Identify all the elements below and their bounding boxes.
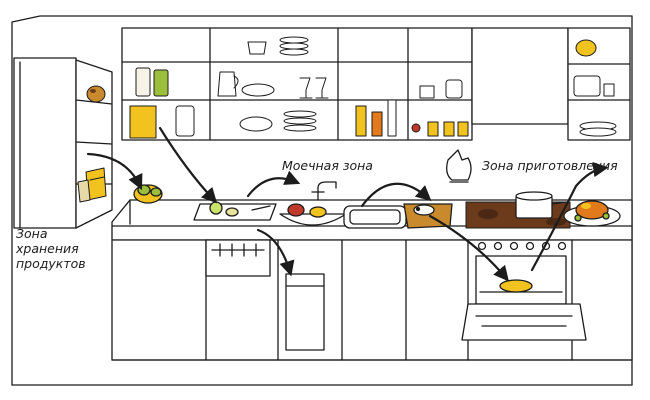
refrigerator (13, 57, 113, 229)
arrow-board-to-oven (428, 214, 509, 282)
serving-dish (563, 200, 621, 227)
storage-zone-label-line2: хранения (16, 241, 79, 256)
arrow-board-to-dish (246, 170, 301, 198)
storage-zone-label-line1: Зона (16, 226, 48, 241)
workflow-arrows (86, 126, 609, 282)
arrow-sink-to-fish (360, 182, 432, 208)
vegetables (133, 184, 163, 204)
fridge-food (77, 85, 107, 203)
washing-zone-label: Моечная зона (282, 158, 373, 173)
sink (311, 181, 407, 229)
arrow-fridge-to-counter (86, 152, 143, 191)
arrow-oven-to-serving (530, 161, 609, 272)
oven (461, 255, 587, 341)
cutting-board (193, 201, 277, 221)
pot (515, 191, 567, 219)
storage-zone-label-line3: продуктов (16, 256, 86, 271)
arrow-cabinet-to-board (158, 126, 218, 204)
trash-bin (285, 273, 325, 351)
arrow-drawer-to-bin (256, 228, 295, 277)
cooking-zone-label: Зона приготовления (482, 158, 618, 173)
utensil-drawer (205, 239, 271, 277)
cabinet-contents (129, 36, 617, 139)
storage-zone-label: Зона хранения продуктов (16, 226, 116, 271)
oven-mitt (446, 149, 472, 183)
wall-frame (11, 15, 633, 386)
